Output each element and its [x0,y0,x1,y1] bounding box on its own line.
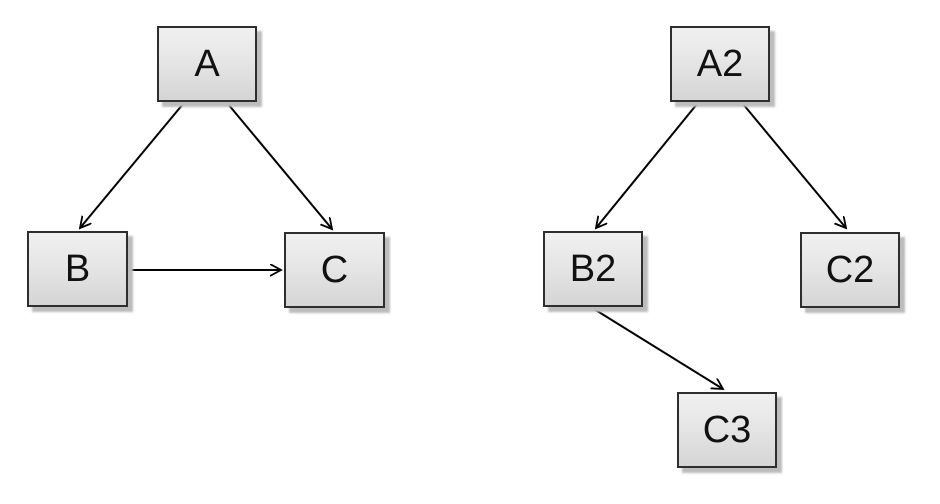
node-label: C3 [702,409,752,451]
edge-A2-B2[interactable] [596,103,698,228]
edge-group [80,103,846,389]
edge-A-C[interactable] [227,103,332,229]
edge-A-B[interactable] [80,103,184,228]
node-c[interactable]: C [284,232,385,308]
node-c3[interactable]: C3 [677,392,777,468]
node-label: C2 [825,249,875,291]
node-label: C [320,249,349,291]
node-a[interactable]: A [157,26,257,102]
node-b[interactable]: B [27,231,128,307]
node-label: B [64,248,91,290]
edge-A2-C2[interactable] [742,103,846,228]
node-label: B2 [569,248,617,290]
node-label: A2 [696,43,744,85]
node-c2[interactable]: C2 [800,232,900,308]
node-label: A [194,43,220,85]
node-b2[interactable]: B2 [543,231,643,307]
edge-B2-C3[interactable] [593,308,723,389]
node-a2[interactable]: A2 [670,26,770,102]
